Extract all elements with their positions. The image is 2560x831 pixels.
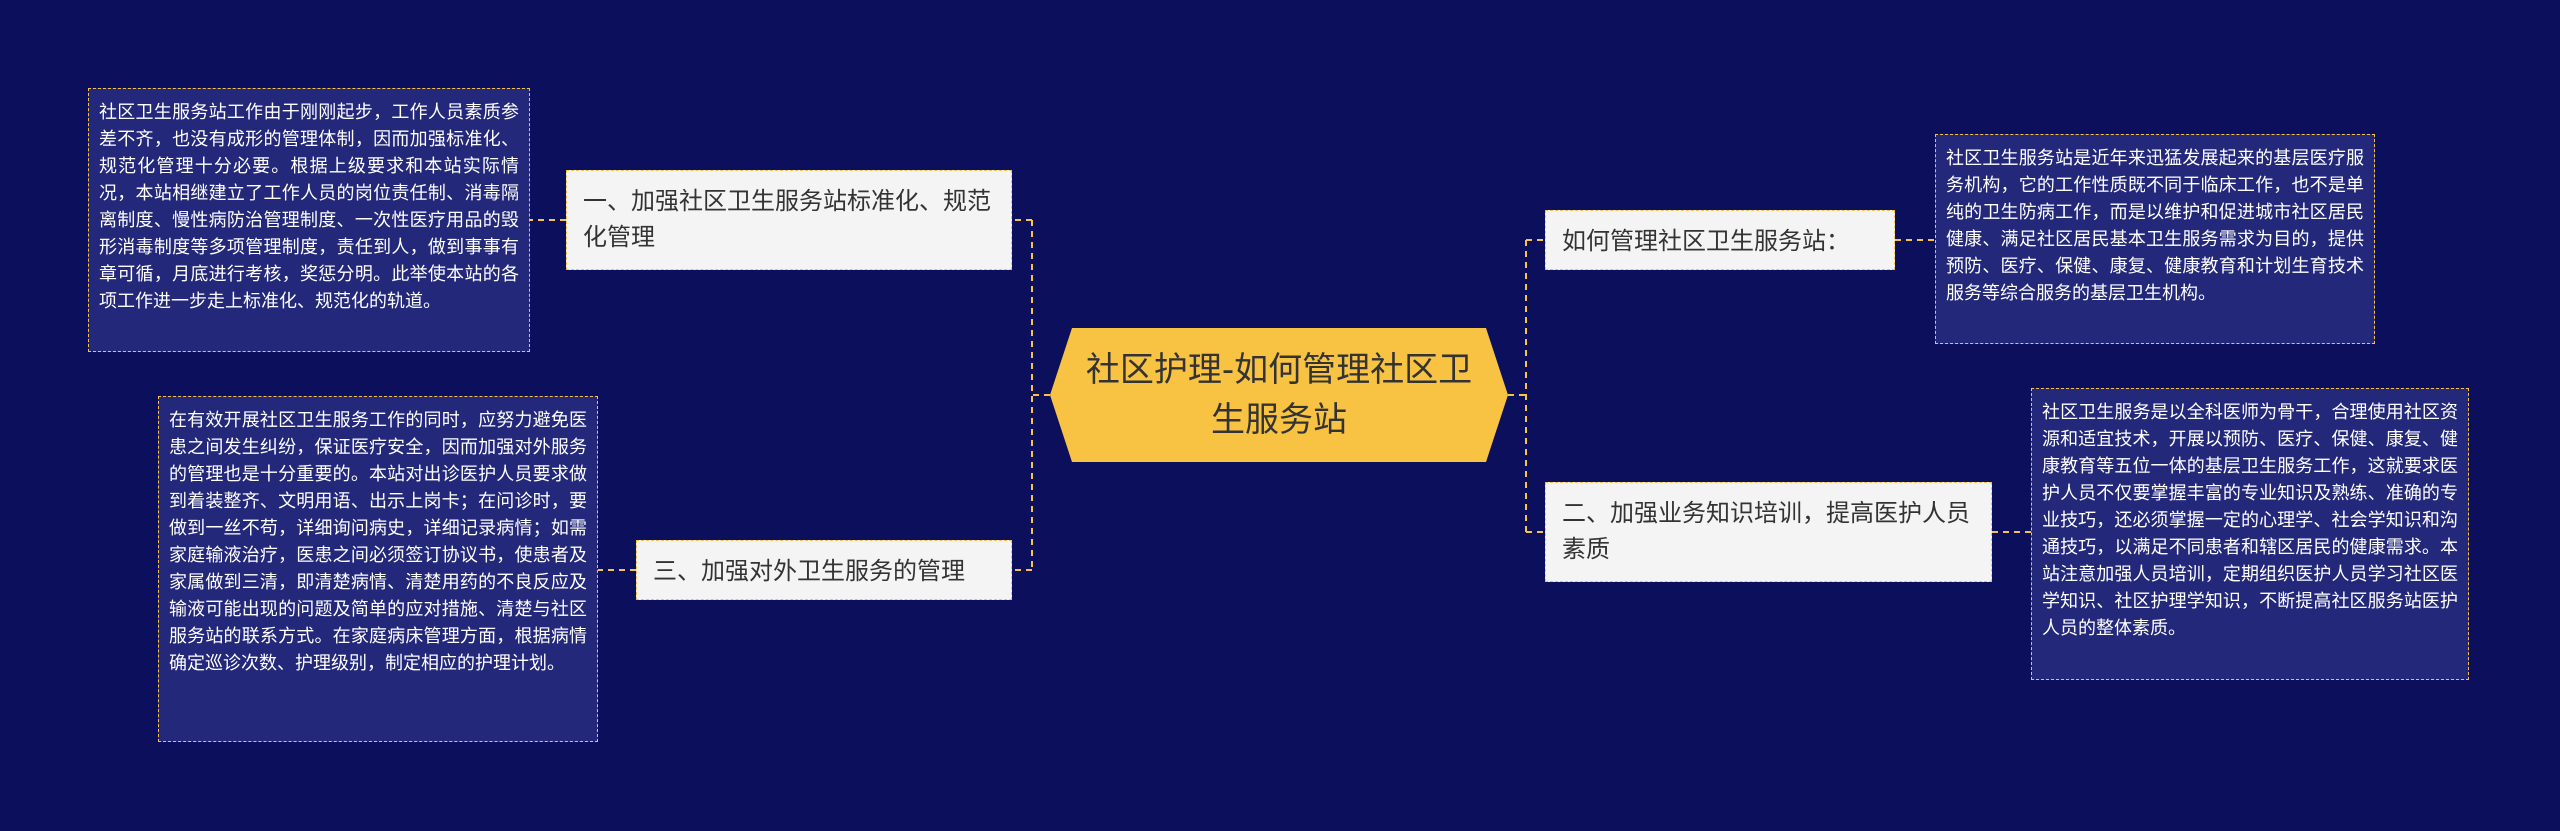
topic-standardize-label: 一、加强社区卫生服务站标准化、规范化管理 bbox=[583, 187, 991, 251]
topic-how[interactable]: 如何管理社区卫生服务站： bbox=[1545, 210, 1895, 270]
topic-how-label: 如何管理社区卫生服务站： bbox=[1562, 227, 1850, 255]
note-how[interactable]: 社区卫生服务站是近年来迅猛发展起来的基层医疗服务机构，它的工作性质既不同于临床工… bbox=[1935, 134, 2375, 344]
note-external-text: 在有效开展社区卫生服务工作的同时，应努力避免医患之间发生纠纷，保证医疗安全，因而… bbox=[169, 410, 587, 674]
note-how-text: 社区卫生服务站是近年来迅猛发展起来的基层医疗服务机构，它的工作性质既不同于临床工… bbox=[1946, 148, 2364, 304]
central-topic-title: 社区护理-如何管理社区卫生服务站 bbox=[1085, 350, 1473, 440]
note-standardize-text: 社区卫生服务站工作由于刚刚起步，工作人员素质参差不齐，也没有成形的管理体制，因而… bbox=[99, 102, 519, 312]
note-standardize[interactable]: 社区卫生服务站工作由于刚刚起步，工作人员素质参差不齐，也没有成形的管理体制，因而… bbox=[88, 88, 530, 352]
topic-external-label: 三、加强对外卫生服务的管理 bbox=[653, 557, 965, 585]
note-external[interactable]: 在有效开展社区卫生服务工作的同时，应努力避免医患之间发生纠纷，保证医疗安全，因而… bbox=[158, 396, 598, 742]
note-training[interactable]: 社区卫生服务是以全科医师为骨干，合理使用社区资源和适宜技术，开展以预防、医疗、保… bbox=[2031, 388, 2469, 680]
topic-external[interactable]: 三、加强对外卫生服务的管理 bbox=[636, 540, 1012, 600]
topic-training[interactable]: 二、加强业务知识培训，提高医护人员素质 bbox=[1545, 482, 1992, 582]
topic-training-label: 二、加强业务知识培训，提高医护人员素质 bbox=[1562, 499, 1970, 563]
note-training-text: 社区卫生服务是以全科医师为骨干，合理使用社区资源和适宜技术，开展以预防、医疗、保… bbox=[2042, 402, 2458, 639]
topic-standardize[interactable]: 一、加强社区卫生服务站标准化、规范化管理 bbox=[566, 170, 1012, 270]
central-topic[interactable]: 社区护理-如何管理社区卫生服务站 bbox=[1050, 328, 1508, 462]
